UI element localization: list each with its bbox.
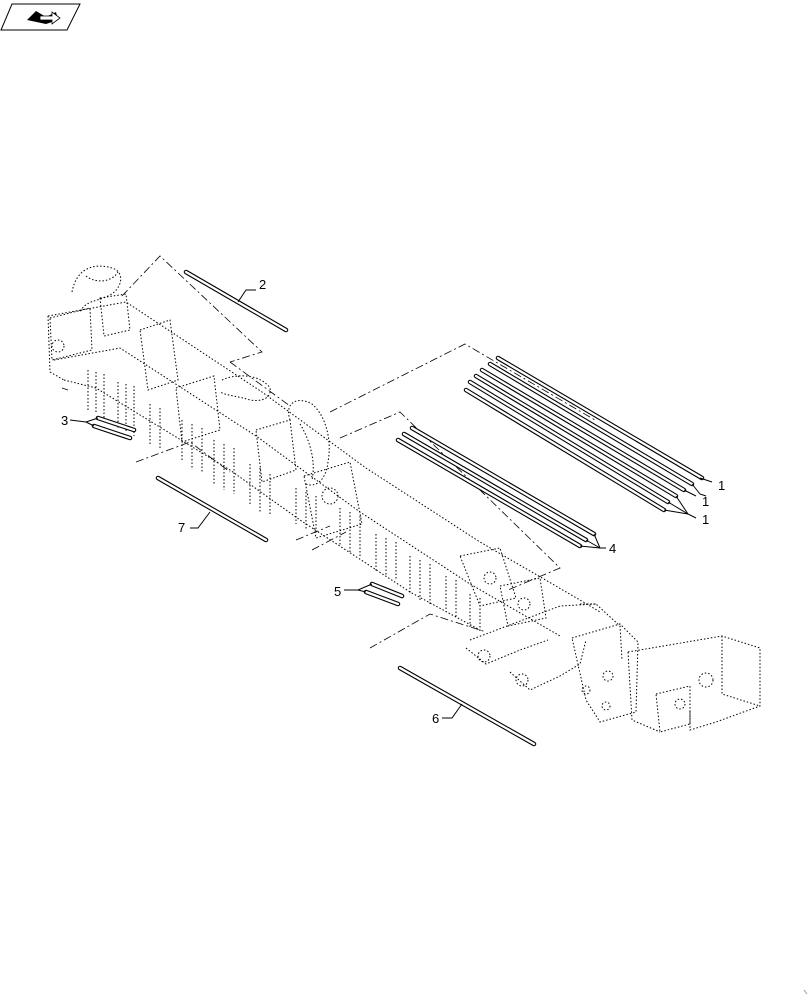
callout-1c: 1 xyxy=(702,512,709,527)
leader-lines xyxy=(69,289,713,719)
hose-right xyxy=(288,400,330,486)
callout-1a: 1 xyxy=(718,478,725,493)
callout-5: 5 xyxy=(334,584,341,599)
reference-boxes xyxy=(61,255,596,649)
book-with-arrow-icon[interactable] xyxy=(0,3,81,31)
callout-4: 4 xyxy=(609,541,616,556)
callout-3: 3 xyxy=(61,413,68,428)
rod-group-4 xyxy=(395,425,597,549)
hose-middle xyxy=(219,375,271,401)
callout-1b: 1 xyxy=(702,494,709,509)
callout-6: 6 xyxy=(432,711,439,726)
bracket-row xyxy=(87,370,481,632)
pin-group-5 xyxy=(363,581,405,607)
callout-labels: 1 1 1 2 3 4 5 6 7 xyxy=(61,277,725,726)
rod-2 xyxy=(183,269,289,333)
rod-7 xyxy=(155,475,269,543)
hose-left xyxy=(71,265,122,313)
frame-assembly xyxy=(47,265,761,733)
callout-2: 2 xyxy=(259,277,266,292)
corner-mark xyxy=(803,989,808,995)
rod-6 xyxy=(397,665,537,747)
callout-7: 7 xyxy=(178,520,185,535)
rod-group-1 xyxy=(463,355,705,513)
pin-group-3 xyxy=(91,415,137,441)
